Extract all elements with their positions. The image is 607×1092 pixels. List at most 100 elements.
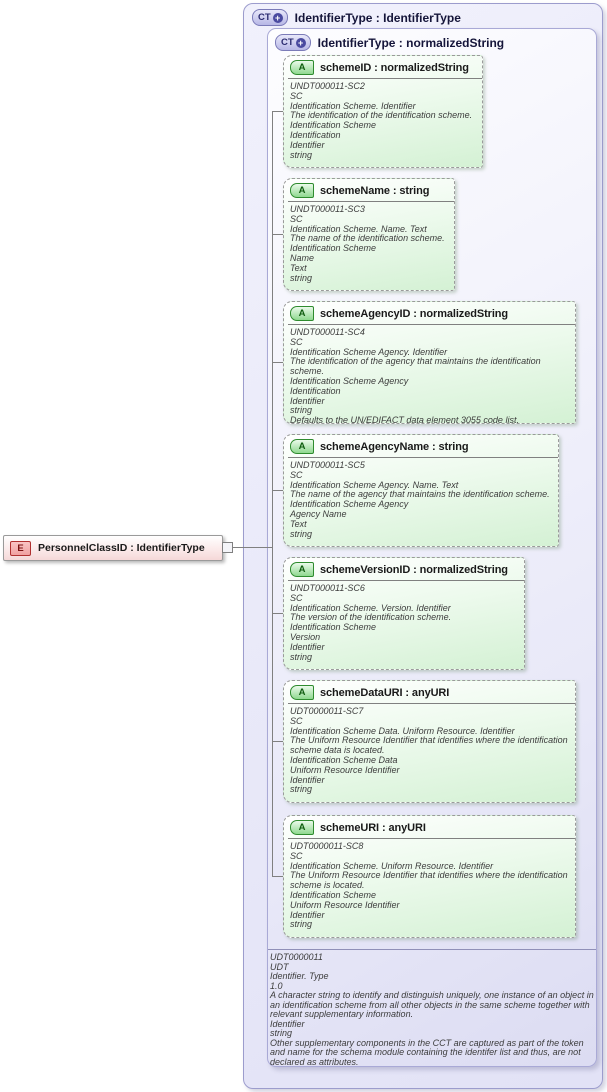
attribute-schemeagencyname[interactable]: A schemeAgencyName : string UNDT000011-S… (283, 434, 559, 547)
annotation-line: Uniform Resource Identifier (290, 764, 400, 775)
attribute-title: schemeAgencyName : string (320, 440, 469, 453)
attribute-schemeversionid[interactable]: A schemeVersionID : normalizedString UND… (283, 557, 525, 670)
annotation-line: Name (290, 252, 315, 263)
annotation-line: UDT0000011 (270, 952, 323, 962)
annotation-line: SC (290, 90, 303, 101)
annotation-line: Identification Scheme Agency. Identifier (290, 346, 448, 357)
annotation-line: Identification Scheme Agency (290, 375, 409, 386)
connector-branch (272, 613, 283, 614)
ct-badge-label: CT (258, 12, 271, 23)
attribute-title: schemeID : normalizedString (320, 61, 469, 74)
annotation-line: Identification Scheme Agency. Name. Text (290, 479, 459, 490)
connector-branch (272, 234, 283, 235)
annotation-line: Version (290, 631, 321, 642)
annotation-line: The identification of the agency that ma… (290, 356, 541, 377)
annotation-line: Identification Scheme. Identifier (290, 100, 416, 111)
annotation-line: SC (290, 715, 303, 726)
annotation-line: Identifier (270, 1018, 305, 1029)
annotation-line: Identification Scheme. Name. Text (290, 223, 427, 234)
attribute-icon: A (290, 562, 314, 577)
annotation-line: Identification Scheme (290, 243, 377, 254)
attribute-icon: A (290, 820, 314, 835)
annotation-line: The Uniform Resource Identifier that ide… (290, 870, 568, 891)
annotation-line: SC (290, 213, 303, 224)
annotation-line: Identification Scheme. Uniform Resource.… (290, 860, 494, 871)
annotation-line: Identification Scheme Data (290, 754, 398, 765)
annotation-line: Identifier (290, 909, 325, 920)
separator (288, 201, 454, 202)
annotation-line: string (270, 1028, 293, 1038)
separator (268, 949, 596, 950)
annotation-line: string (290, 919, 313, 930)
annotation-line: SC (290, 850, 303, 861)
annotation-line: string (290, 784, 313, 795)
attribute-title: schemeVersionID : normalizedString (320, 563, 508, 576)
annotation-line: string (290, 405, 313, 416)
connector-branch (272, 490, 283, 491)
annotation-line: string (290, 528, 313, 539)
annotation-line: Identification Scheme (290, 622, 377, 633)
element-personnelclassid[interactable]: E PersonnelClassID : IdentifierType (3, 535, 223, 561)
annotation-line: Identification Scheme. Version. Identifi… (290, 602, 451, 613)
annotation-line: string (290, 272, 313, 283)
annotation-line: A character string to identify and disti… (270, 990, 594, 1019)
inner-type-title: IdentifierType : normalizedString (317, 35, 505, 50)
attribute-schemeid[interactable]: A schemeID : normalizedString UNDT000011… (283, 55, 483, 168)
annotation-line: Identification (290, 129, 341, 140)
annotation-line: Identifier (290, 641, 325, 652)
attribute-title: schemeURI : anyURI (320, 821, 426, 834)
annotation-line: UNDT000011-SC4 (290, 327, 365, 337)
attribute-header: A schemeID : normalizedString (284, 56, 482, 77)
annotation-line: UDT0000011-SC8 (290, 841, 364, 851)
attribute-header: A schemeAgencyName : string (284, 435, 558, 456)
annotation-line: Identifier (290, 774, 325, 785)
expand-plus-icon: + (295, 37, 306, 48)
attribute-icon: A (290, 183, 314, 198)
attribute-title: schemeAgencyID : normalizedString (320, 307, 509, 320)
annotation-line: Other supplementary components in the CC… (270, 1037, 584, 1067)
annotation-line: Text (290, 518, 307, 529)
attribute-header: A schemeURI : anyURI (284, 816, 575, 837)
annotation-line: Identification Scheme (290, 889, 377, 900)
annotation-line: string (290, 149, 313, 160)
annotation-line: UNDT000011-SC6 (290, 583, 365, 593)
separator (288, 703, 575, 704)
attribute-header: A schemeAgencyID : normalizedString (284, 302, 575, 323)
attribute-header: A schemeDataURI : anyURI (284, 681, 575, 702)
expand-handle[interactable] (222, 542, 233, 553)
connector-rail (272, 111, 273, 877)
annotation-line: 1.0 (270, 980, 283, 991)
annotation-line: Identification Scheme Data. Uniform Reso… (290, 725, 515, 736)
annotation-line: SC (290, 469, 303, 480)
annotation-line: UDT0000011-SC7 (290, 706, 364, 716)
attribute-header: A schemeName : string (284, 179, 454, 200)
annotation-line: The version of the identification scheme… (290, 612, 452, 623)
annotation-line: Identification Scheme Agency (290, 499, 409, 510)
annotation-line: Identification Scheme (290, 120, 377, 131)
connector-line (233, 547, 272, 548)
attribute-icon: A (290, 306, 314, 321)
attribute-icon: A (290, 685, 314, 700)
attribute-icon: A (290, 439, 314, 454)
complex-type-icon[interactable]: CT + (275, 34, 311, 51)
annotation-line: Identifier (290, 139, 325, 150)
complex-type-icon[interactable]: CT + (252, 9, 288, 26)
separator (288, 324, 575, 325)
annotation-line: UDT (270, 961, 289, 972)
annotation-line: UNDT000011-SC2 (290, 81, 365, 91)
attribute-header: A schemeVersionID : normalizedString (284, 558, 524, 579)
connector-branch (272, 111, 283, 112)
attribute-title: schemeName : string (320, 184, 430, 197)
separator (288, 457, 558, 458)
separator (288, 78, 482, 79)
connector-branch (272, 741, 283, 742)
expand-plus-icon: + (272, 12, 283, 23)
attribute-schemeagencyid[interactable]: A schemeAgencyID : normalizedString UNDT… (283, 301, 576, 424)
